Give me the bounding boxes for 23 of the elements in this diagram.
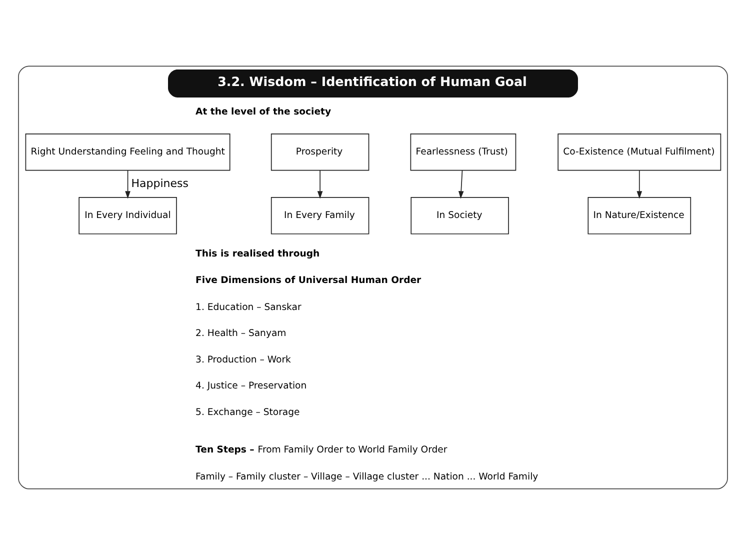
- node-box: In Society: [410, 197, 509, 234]
- node-box: In Every Family: [270, 197, 370, 234]
- node-box: In Nature/Existence: [588, 197, 692, 234]
- node-box: Right Understanding Feeling and Thought: [25, 134, 230, 171]
- label: At the level of the society: [196, 106, 332, 118]
- node-box: In Every Individual: [78, 197, 177, 234]
- label: Five Dimensions of Universal Human Order: [196, 274, 422, 286]
- node-box: Fearlessness (Trust): [410, 134, 516, 171]
- label: 3. Production – Work: [196, 354, 291, 366]
- label: 5. Exchange – Storage: [196, 406, 300, 418]
- node-box: Co-Existence (Mutual Fulfilment): [558, 134, 722, 171]
- arrow: [125, 170, 130, 199]
- arrow: [636, 170, 642, 199]
- label: 1. Education – Sanskar: [196, 302, 302, 313]
- label: Ten Steps – From Family Order to World Family Order: [196, 444, 448, 456]
- label: This is realised through: [196, 248, 320, 260]
- arrow: [317, 170, 323, 199]
- label: 2. Health – Sanyam: [196, 328, 286, 340]
- node-box: Prosperity: [270, 134, 370, 171]
- arrow: [458, 170, 464, 199]
- edge-label: Happiness: [131, 176, 189, 190]
- label: Family – Family cluster – Village – Village cluster ... Nation ... World Family: [196, 471, 538, 482]
- label: 4. Justice – Preservation: [196, 380, 307, 392]
